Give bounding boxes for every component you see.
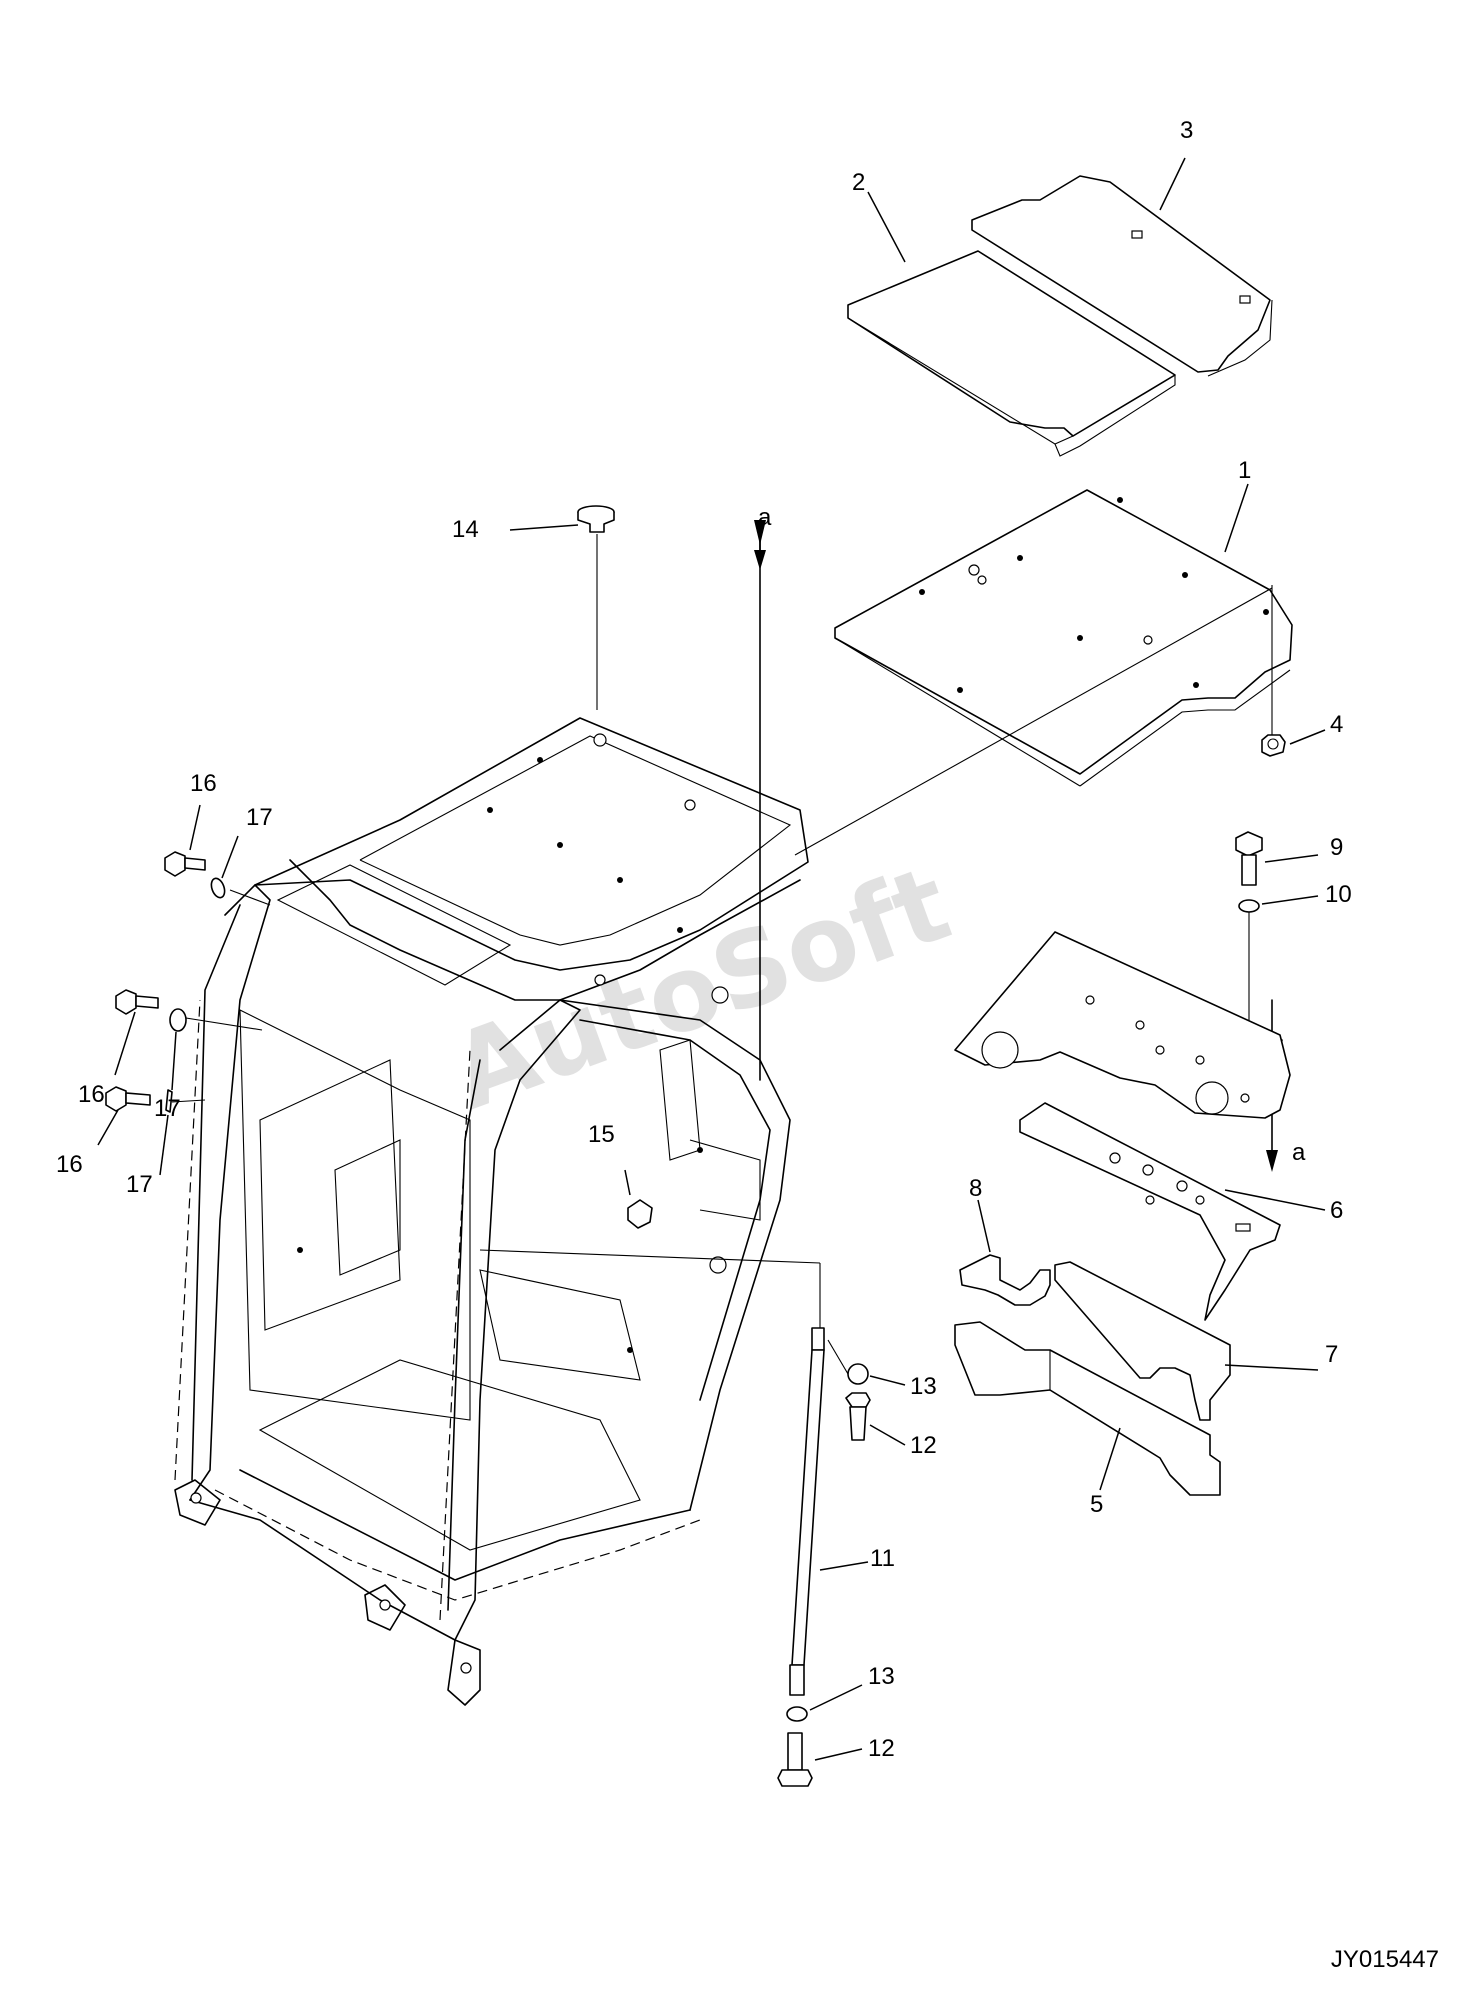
callout-14: 14 (452, 516, 479, 543)
callout-13-lower: 13 (868, 1663, 895, 1690)
bolt-part-16-lower (105, 1086, 151, 1112)
callout-5: 5 (1090, 1491, 1103, 1518)
callout-9: 9 (1330, 834, 1343, 861)
rod-part-11 (789, 1327, 825, 1696)
leader-middle-bolt (114, 1011, 136, 1076)
leader-part-4 (1289, 729, 1326, 745)
callout-17-lower: 17 (126, 1171, 153, 1198)
bracket-part-6 (1019, 1102, 1281, 1321)
leader-upper-bolt (189, 804, 201, 851)
callout-4: 4 (1330, 711, 1343, 738)
leader-part-12-upper (869, 1424, 906, 1446)
nut-part-4 (1261, 734, 1286, 757)
plate-part-1 (834, 489, 1293, 787)
leader-part-12-lower (814, 1748, 863, 1761)
leader-lower-washer (159, 1114, 169, 1176)
screw-part-14 (577, 505, 615, 533)
clamp-part-8 (959, 1254, 1051, 1306)
guide-line-frame-a (479, 1249, 821, 1264)
callout-10: 10 (1325, 881, 1352, 908)
reference-label-a-left: a (758, 504, 772, 531)
callout-7: 7 (1325, 1341, 1338, 1368)
bolt-part-9 (1235, 831, 1263, 886)
washer-part-10 (1238, 899, 1260, 913)
washer-part-17-middle (169, 1008, 187, 1032)
bolt-part-12-lower (777, 1732, 813, 1787)
guide-middle-washer (185, 1017, 263, 1031)
panel-part-2 (847, 250, 1176, 457)
leader-middle-washer (171, 1031, 177, 1091)
leader-part-15 (624, 1169, 631, 1196)
leader-part-9 (1264, 854, 1319, 863)
leader-part-5 (1099, 1427, 1121, 1491)
guide-upper-washer-13 (827, 1339, 849, 1375)
callout-6: 6 (1330, 1197, 1343, 1224)
callout-16-lower: 16 (56, 1151, 83, 1178)
leader-part-7 (1224, 1364, 1319, 1371)
leader-part-2 (867, 191, 906, 263)
callout-16-upper: 16 (190, 770, 217, 797)
washer-part-17-upper (210, 877, 226, 899)
callout-11: 11 (870, 1545, 895, 1572)
leader-part-10 (1261, 895, 1319, 905)
cab-frame (174, 717, 809, 1706)
leader-part-11 (819, 1561, 869, 1571)
panel-part-3 (971, 175, 1273, 377)
callout-2: 2 (852, 169, 865, 196)
leader-lower-bolt (97, 1109, 119, 1146)
callout-3: 3 (1180, 117, 1193, 144)
leader-part-14 (509, 524, 579, 531)
leader-part-13-lower (809, 1684, 863, 1711)
nut-part-15 (627, 1199, 653, 1229)
leader-part-13-upper (869, 1375, 906, 1386)
callout-17-upper: 17 (246, 804, 273, 831)
bolt-part-12-upper (845, 1392, 871, 1441)
guide-upper-bolt (229, 889, 271, 906)
bolt-part-16-upper (164, 851, 206, 877)
plate-upper-bracket (954, 931, 1291, 1119)
callout-12-upper: 12 (910, 1432, 937, 1459)
washer-part-13-upper (847, 1363, 869, 1385)
callout-15: 15 (588, 1121, 615, 1148)
washer-part-13-lower (786, 1706, 808, 1722)
bracket-part-7 (1054, 1261, 1231, 1421)
bolt-part-16-middle (115, 989, 159, 1015)
callout-1: 1 (1238, 457, 1251, 484)
channel-part-5 (954, 1321, 1221, 1496)
reference-label-a-right: a (1292, 1139, 1306, 1166)
callout-16-middle: 16 (78, 1081, 105, 1108)
callout-12-lower: 12 (868, 1735, 895, 1762)
figure-code: JY015447 (1330, 1946, 1439, 1973)
guide-line-part-1 (794, 587, 1273, 856)
callout-13-upper: 13 (910, 1373, 937, 1400)
leader-part-8 (977, 1199, 991, 1253)
reference-arrow-a-left (754, 519, 766, 1081)
guide-lower-washer (171, 1099, 206, 1103)
leader-upper-washer (221, 835, 239, 879)
washer-part-17-lower (165, 1089, 173, 1113)
leader-part-1 (1224, 483, 1249, 553)
leader-part-3 (1159, 157, 1186, 211)
callout-8: 8 (969, 1175, 982, 1202)
callout-17-middle: 17 (154, 1095, 181, 1122)
leader-part-6 (1224, 1189, 1326, 1211)
